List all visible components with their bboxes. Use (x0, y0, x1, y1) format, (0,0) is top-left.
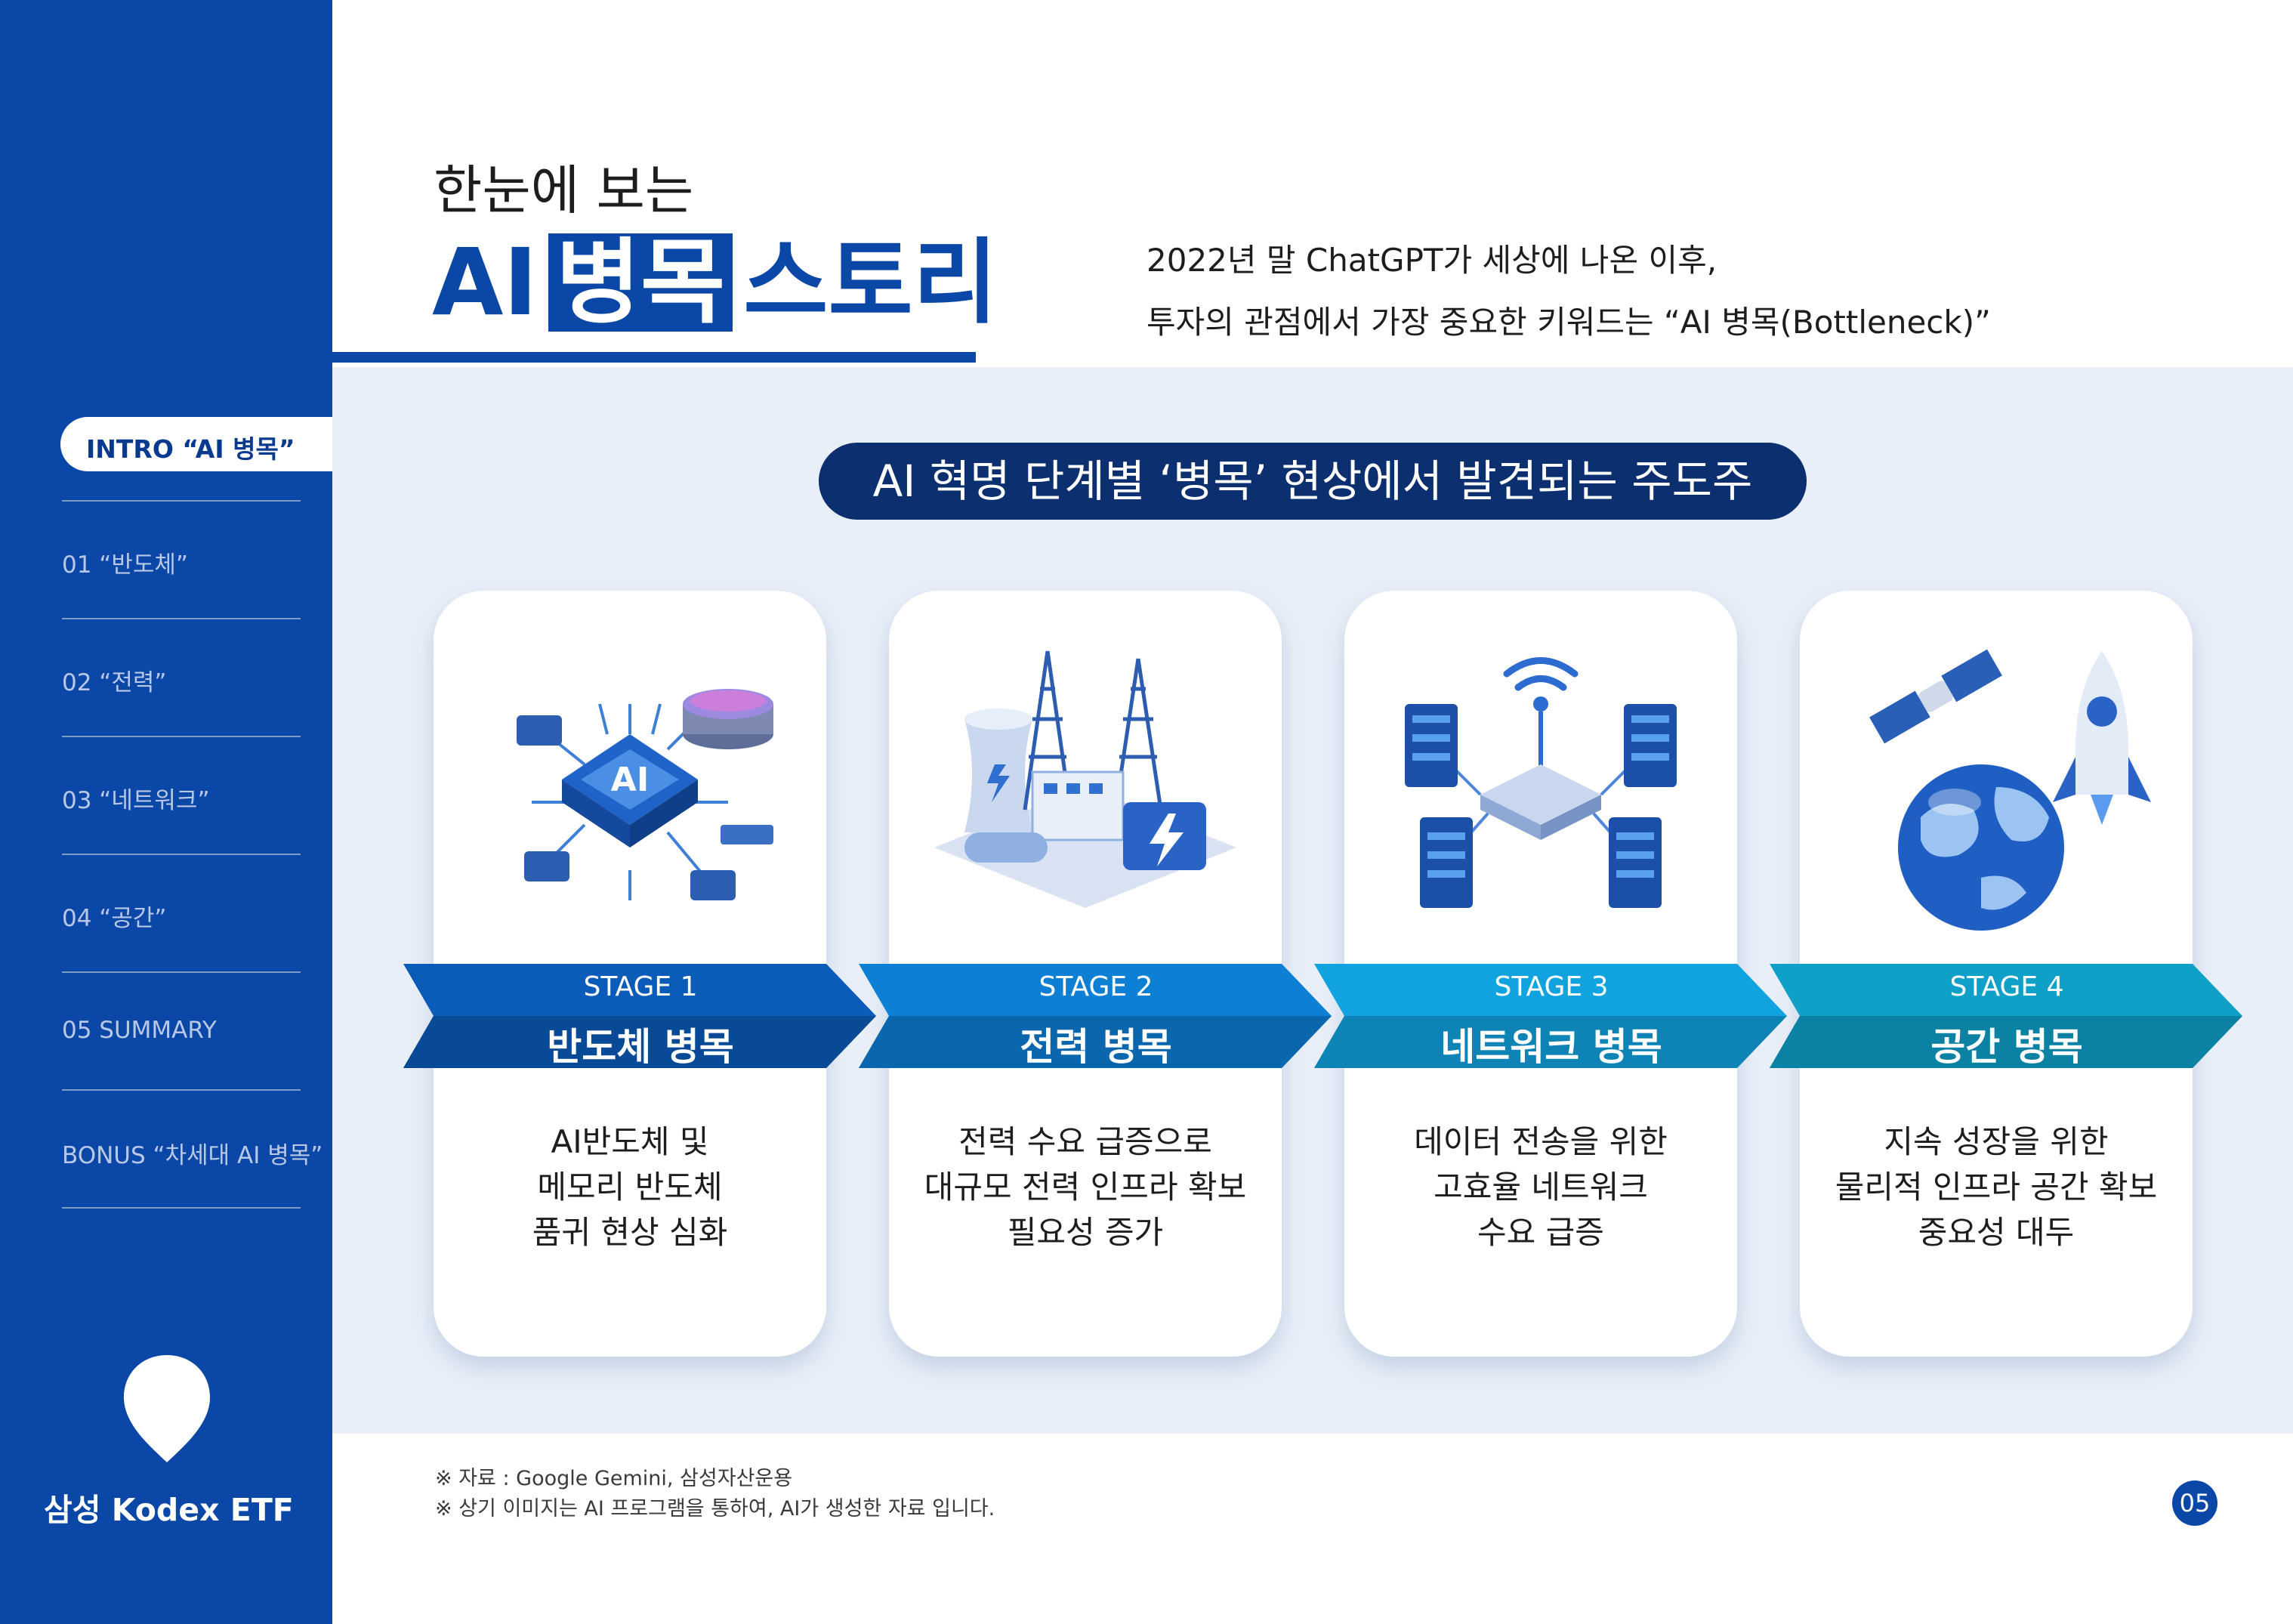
ai-chip-icon: AI (517, 689, 773, 900)
desc-line: 수요 급증 (1477, 1214, 1604, 1251)
desc-line: 고효율 네트워크 (1434, 1169, 1648, 1206)
space-globe-rocket-icon (1869, 649, 2151, 931)
network-server-icon (1405, 657, 1677, 908)
title-highlight-box: 병목 (548, 233, 733, 332)
arrow-shape (403, 964, 876, 1068)
stage-name: 네트워크 병목 (1440, 1025, 1662, 1069)
stage-name: 반도체 병목 (547, 1025, 734, 1069)
nav-divider (62, 971, 301, 973)
desc-line: 필요성 증가 (1007, 1214, 1164, 1251)
page-number: 05 (2172, 1480, 2217, 1526)
nav-divider (62, 500, 301, 502)
nav-divider (62, 618, 301, 619)
stage-arrow-2: STAGE 2 전력 병목 (859, 964, 1333, 1069)
stage-label: STAGE 3 (1494, 971, 1609, 1002)
source-note: ※ 자료 : Google Gemini, 삼성자산운용 (435, 1467, 793, 1490)
svg-text:AI: AI (611, 761, 649, 799)
desc-line: 2022년 말 ChatGPT가 세상에 나온 이후, (1146, 242, 1717, 279)
desc-line: 품귀 현상 심화 (532, 1214, 728, 1251)
desc-line: 물리적 인프라 공간 확보 (1835, 1169, 2158, 1206)
desc-line: AI반도체 및 (551, 1123, 709, 1160)
nav-item-network[interactable]: 03 “네트워크” (62, 787, 210, 814)
nav-item-bonus[interactable]: BONUS “차세대 AI 병목” (62, 1142, 323, 1169)
footnote: ※ 자료 : Google Gemini, 삼성자산운용 ※ 상기 이미지는 A… (435, 1464, 995, 1524)
stage-name: 전력 병목 (1020, 1025, 1172, 1069)
desc-line: 투자의 관점에서 가장 중요한 키워드는 “AI 병목(Bottleneck)” (1146, 304, 1991, 341)
page-pretitle: 한눈에 보는 (434, 159, 694, 221)
title-part-ai: AI (432, 229, 538, 336)
stage-arrow-3: STAGE 3 네트워크 병목 (1314, 964, 1788, 1069)
nav-divider (62, 1089, 301, 1091)
brand-logo-text: 삼성 Kodex ETF (44, 1492, 294, 1528)
nav-divider (62, 1207, 301, 1209)
ai-disclaimer: ※ 상기 이미지는 AI 프로그램을 통하여, AI가 생성한 자료 입니다. (435, 1497, 995, 1521)
stage-description: 데이터 전송을 위한 고효율 네트워크 수요 급증 (1344, 1119, 1737, 1255)
stage-description: AI반도체 및 메모리 반도체 품귀 현상 심화 (434, 1119, 826, 1255)
stage-name: 공간 병목 (1930, 1025, 2083, 1069)
nav-item-semiconductor[interactable]: 01 “반도체” (62, 551, 188, 579)
section-title-pill: AI 혁명 단계별 ‘병목’ 현상에서 발견되는 주도주 (819, 443, 1807, 520)
stage-label: STAGE 4 (1949, 971, 2064, 1002)
nav-item-intro[interactable]: INTRO “AI 병목” (60, 417, 334, 471)
nav-item-summary[interactable]: 05 SUMMARY (62, 1017, 217, 1044)
stage-label: STAGE 1 (583, 971, 698, 1002)
nav-item-label: INTRO “AI 병목” (86, 434, 295, 464)
desc-line: 중요성 대두 (1918, 1214, 2075, 1251)
nav-divider (62, 736, 301, 737)
arrow-shape (859, 964, 1332, 1068)
desc-line: 메모리 반도체 (537, 1169, 723, 1206)
nav-divider (62, 854, 301, 855)
stage-arrow-1: STAGE 1 반도체 병목 (403, 964, 878, 1069)
stage-description: 지속 성장을 위한 물리적 인프라 공간 확보 중요성 대두 (1800, 1119, 2193, 1255)
desc-line: 데이터 전송을 위한 (1414, 1123, 1668, 1160)
nav-item-space[interactable]: 04 “공간” (62, 905, 167, 932)
header-description: 2022년 말 ChatGPT가 세상에 나온 이후, 투자의 관점에서 가장 … (1146, 230, 1991, 354)
nav-item-power[interactable]: 02 “전력” (62, 669, 167, 696)
title-underline (332, 352, 976, 363)
arrow-shape (1314, 964, 1787, 1068)
desc-line: 지속 성장을 위한 (1884, 1123, 2109, 1160)
sidebar: INTRO “AI 병목” 01 “반도체” 02 “전력” 03 “네트워크”… (0, 0, 334, 1624)
arrow-shape (1770, 964, 2242, 1068)
desc-line: 대규모 전력 인프라 확보 (924, 1169, 1247, 1206)
power-plant-icon (934, 650, 1236, 908)
stage-description: 전력 수요 급증으로 대규모 전력 인프라 확보 필요성 증가 (889, 1119, 1282, 1255)
title-part-story: 스토리 (743, 229, 998, 336)
stage-label: STAGE 2 (1038, 971, 1153, 1002)
location-pin-icon (124, 1355, 210, 1462)
stage-arrow-4: STAGE 4 공간 병목 (1770, 964, 2244, 1069)
desc-line: 전력 수요 급증으로 (958, 1123, 1212, 1160)
